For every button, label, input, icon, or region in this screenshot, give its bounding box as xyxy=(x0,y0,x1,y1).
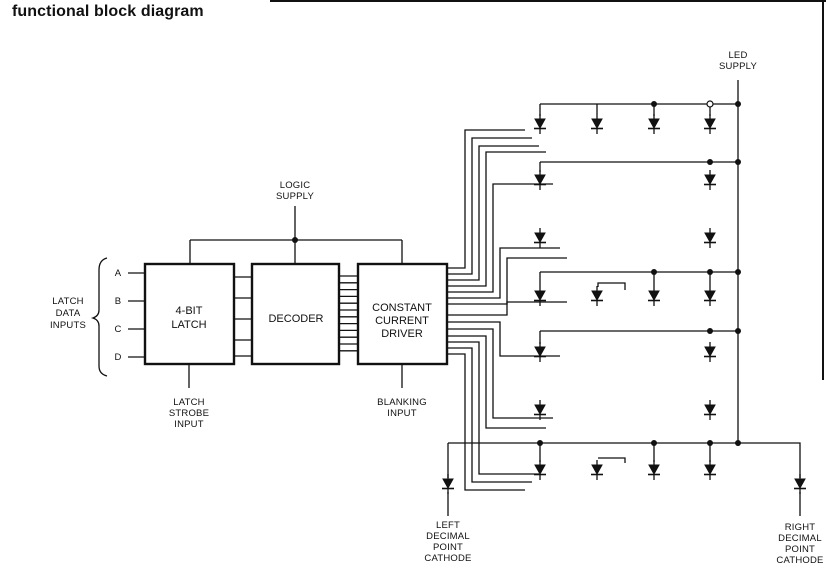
latch-data-inputs-label-2: DATA xyxy=(56,308,81,319)
driver-output-line xyxy=(447,137,532,275)
driver-output-line xyxy=(447,321,560,357)
driver-output-line xyxy=(447,247,560,299)
driver-output-line xyxy=(447,183,553,293)
driver-output-line xyxy=(447,347,532,483)
driver-output-line xyxy=(447,301,567,316)
page-title: functional block diagram xyxy=(12,3,204,20)
driver-output-line xyxy=(447,257,567,305)
driver-label-2: CURRENT xyxy=(375,315,429,327)
led-diode xyxy=(534,174,546,186)
junction-dot xyxy=(651,101,657,107)
driver-output-line xyxy=(447,353,525,491)
led-supply-label-1: LED xyxy=(728,50,747,61)
junction-dot xyxy=(707,328,713,334)
left-dp-label-4: CATHODE xyxy=(424,553,471,564)
decoder-block: DECODER xyxy=(250,262,341,366)
left-dp-label-2: DECIMAL xyxy=(426,531,470,542)
led-diode xyxy=(704,232,716,244)
driver-label-3: DRIVER xyxy=(381,328,423,340)
driver-block: CONSTANT CURRENT DRIVER xyxy=(356,262,449,366)
latch-label-1: 4-BIT xyxy=(176,305,203,317)
led-supply: LED SUPPLY xyxy=(719,50,757,72)
junction-dot xyxy=(735,101,741,107)
pin-d-label: D xyxy=(114,352,121,363)
latch-strobe-label-3: INPUT xyxy=(174,419,204,430)
latch-strobe-input: LATCH STROBE INPUT xyxy=(169,364,209,430)
latch-data-inputs: A B C D LATCH DATA INPUTS xyxy=(50,257,145,377)
driver-output-lines xyxy=(447,129,567,491)
led-diode xyxy=(534,290,546,302)
led-diode xyxy=(591,118,603,130)
pin-b-label: B xyxy=(115,296,122,307)
led-diode xyxy=(704,290,716,302)
junction-open xyxy=(706,100,714,108)
led-diode xyxy=(591,290,603,302)
latch-block: 4-BIT LATCH xyxy=(143,262,236,366)
driver-label-1: CONSTANT xyxy=(372,302,432,314)
junction-dot xyxy=(707,269,713,275)
latch-data-inputs-label-3: INPUTS xyxy=(50,320,86,331)
led-diode xyxy=(704,118,716,130)
right-dp-label-3: POINT xyxy=(785,544,815,555)
led-diode xyxy=(704,404,716,416)
right-dp-label-2: DECIMAL xyxy=(778,533,822,544)
led-diode xyxy=(648,290,660,302)
driver-output-line xyxy=(447,341,539,475)
left-decimal-point-cathode: LEFT DECIMAL POINT CATHODE xyxy=(424,492,471,564)
junction-dot xyxy=(537,440,543,446)
driver-output-line xyxy=(447,129,525,269)
blanking-label-2: INPUT xyxy=(387,408,417,419)
led-diode xyxy=(704,464,716,476)
right-edge-rule xyxy=(822,0,824,380)
latch-data-inputs-label-1: LATCH xyxy=(52,296,83,307)
driver-output-line xyxy=(447,335,546,429)
led-diode xyxy=(704,174,716,186)
led-diode xyxy=(534,232,546,244)
logic-supply-label-1: LOGIC xyxy=(280,180,311,191)
latch-strobe-label-1: LATCH xyxy=(173,397,204,408)
junction-dot xyxy=(735,159,741,165)
led-diode xyxy=(534,346,546,358)
led-diode xyxy=(442,478,454,490)
logic-supply-label-2: SUPPLY xyxy=(276,191,314,202)
latch-to-decoder-bus xyxy=(234,276,252,357)
left-dp-label-3: POINT xyxy=(433,542,463,553)
top-rule xyxy=(270,0,826,2)
junction-dot xyxy=(735,328,741,334)
junction-dot xyxy=(707,159,713,165)
pin-c-label: C xyxy=(114,324,121,335)
left-dp-label-1: LEFT xyxy=(436,520,460,531)
led-diode xyxy=(591,464,603,476)
decoder-label: DECODER xyxy=(268,313,323,325)
right-dp-label-1: RIGHT xyxy=(785,522,816,533)
junction-dot xyxy=(651,440,657,446)
driver-output-line xyxy=(447,328,553,419)
led-diode xyxy=(534,404,546,416)
logic-supply-bus: LOGIC SUPPLY xyxy=(189,180,403,264)
blanking-label-1: BLANKING xyxy=(377,397,427,408)
junction-dot xyxy=(707,440,713,446)
led-segment-array xyxy=(442,80,806,494)
right-decimal-point-cathode: RIGHT DECIMAL POINT CATHODE xyxy=(776,492,823,566)
led-diode xyxy=(648,464,660,476)
junction-dot xyxy=(735,440,741,446)
junction-dot xyxy=(735,269,741,275)
led-diode xyxy=(534,464,546,476)
junction-dot xyxy=(651,269,657,275)
led-diode xyxy=(704,346,716,358)
right-dp-label-4: CATHODE xyxy=(776,555,823,566)
led-diode xyxy=(794,478,806,490)
driver-output-line xyxy=(447,151,546,287)
latch-label-2: LATCH xyxy=(171,319,206,331)
blanking-input: BLANKING INPUT xyxy=(377,364,427,419)
pin-a-label: A xyxy=(115,268,122,279)
led-diode xyxy=(534,118,546,130)
latch-strobe-label-2: STROBE xyxy=(169,408,209,419)
driver-output-line xyxy=(447,145,539,281)
decoder-to-driver-bus xyxy=(339,275,358,352)
led-diode xyxy=(648,118,660,130)
led-supply-label-2: SUPPLY xyxy=(719,61,757,72)
